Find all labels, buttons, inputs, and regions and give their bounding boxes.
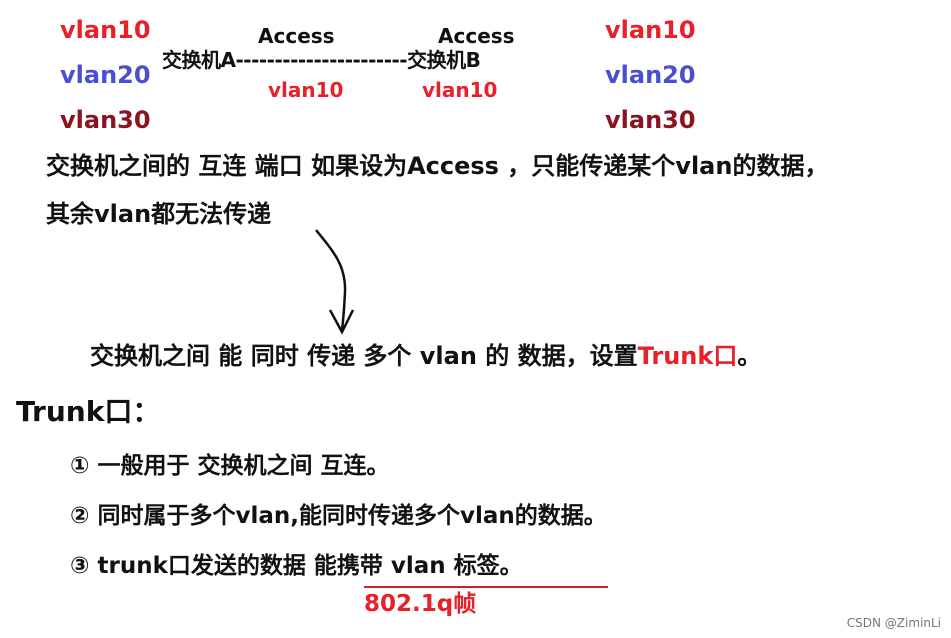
right-vlan10: vlan10 <box>605 16 696 44</box>
link-vlan-right: vlan10 <box>422 78 498 102</box>
access-label-right: Access <box>438 24 515 48</box>
footer-credit: CSDN @ZiminLi <box>846 616 941 630</box>
trunk-statement-main: 交换机之间 能 同时 传递 多个 vlan 的 数据，设置 <box>90 342 638 370</box>
access-description-line2: 其余vlan都无法传递 <box>46 200 272 228</box>
list-item-1: ① 一般用于 交换机之间 互连。 <box>70 453 390 479</box>
trunk-statement-tail: 。 <box>737 342 762 370</box>
list-item-3: ③ trunk口发送的数据 能携带 vlan 标签。 <box>70 553 523 579</box>
left-vlan30: vlan30 <box>60 106 151 134</box>
left-vlan10: vlan10 <box>60 16 151 44</box>
trunk-statement-highlight: Trunk口 <box>637 342 738 370</box>
list-item-2: ② 同时属于多个vlan,能同时传递多个vlan的数据。 <box>70 503 607 529</box>
left-vlan20: vlan20 <box>60 61 151 89</box>
access-description-line1: 交换机之间的 互连 端口 如果设为Access ，只能传递某个vlan的数据， <box>46 152 829 180</box>
right-vlan20: vlan20 <box>605 61 696 89</box>
trunk-statement: 交换机之间 能 同时 传递 多个 vlan 的 数据，设置Trunk口。 <box>90 344 761 368</box>
label-underline <box>364 586 608 588</box>
down-arrow-icon <box>315 229 355 335</box>
switch-link: 交换机A----------------------交换机B <box>162 48 481 72</box>
right-vlan30: vlan30 <box>605 106 696 134</box>
link-vlan-left: vlan10 <box>268 78 344 102</box>
frame-annotation: 802.1q帧 <box>364 591 477 617</box>
access-label-left: Access <box>258 24 335 48</box>
section-title: Trunk口： <box>16 395 161 428</box>
